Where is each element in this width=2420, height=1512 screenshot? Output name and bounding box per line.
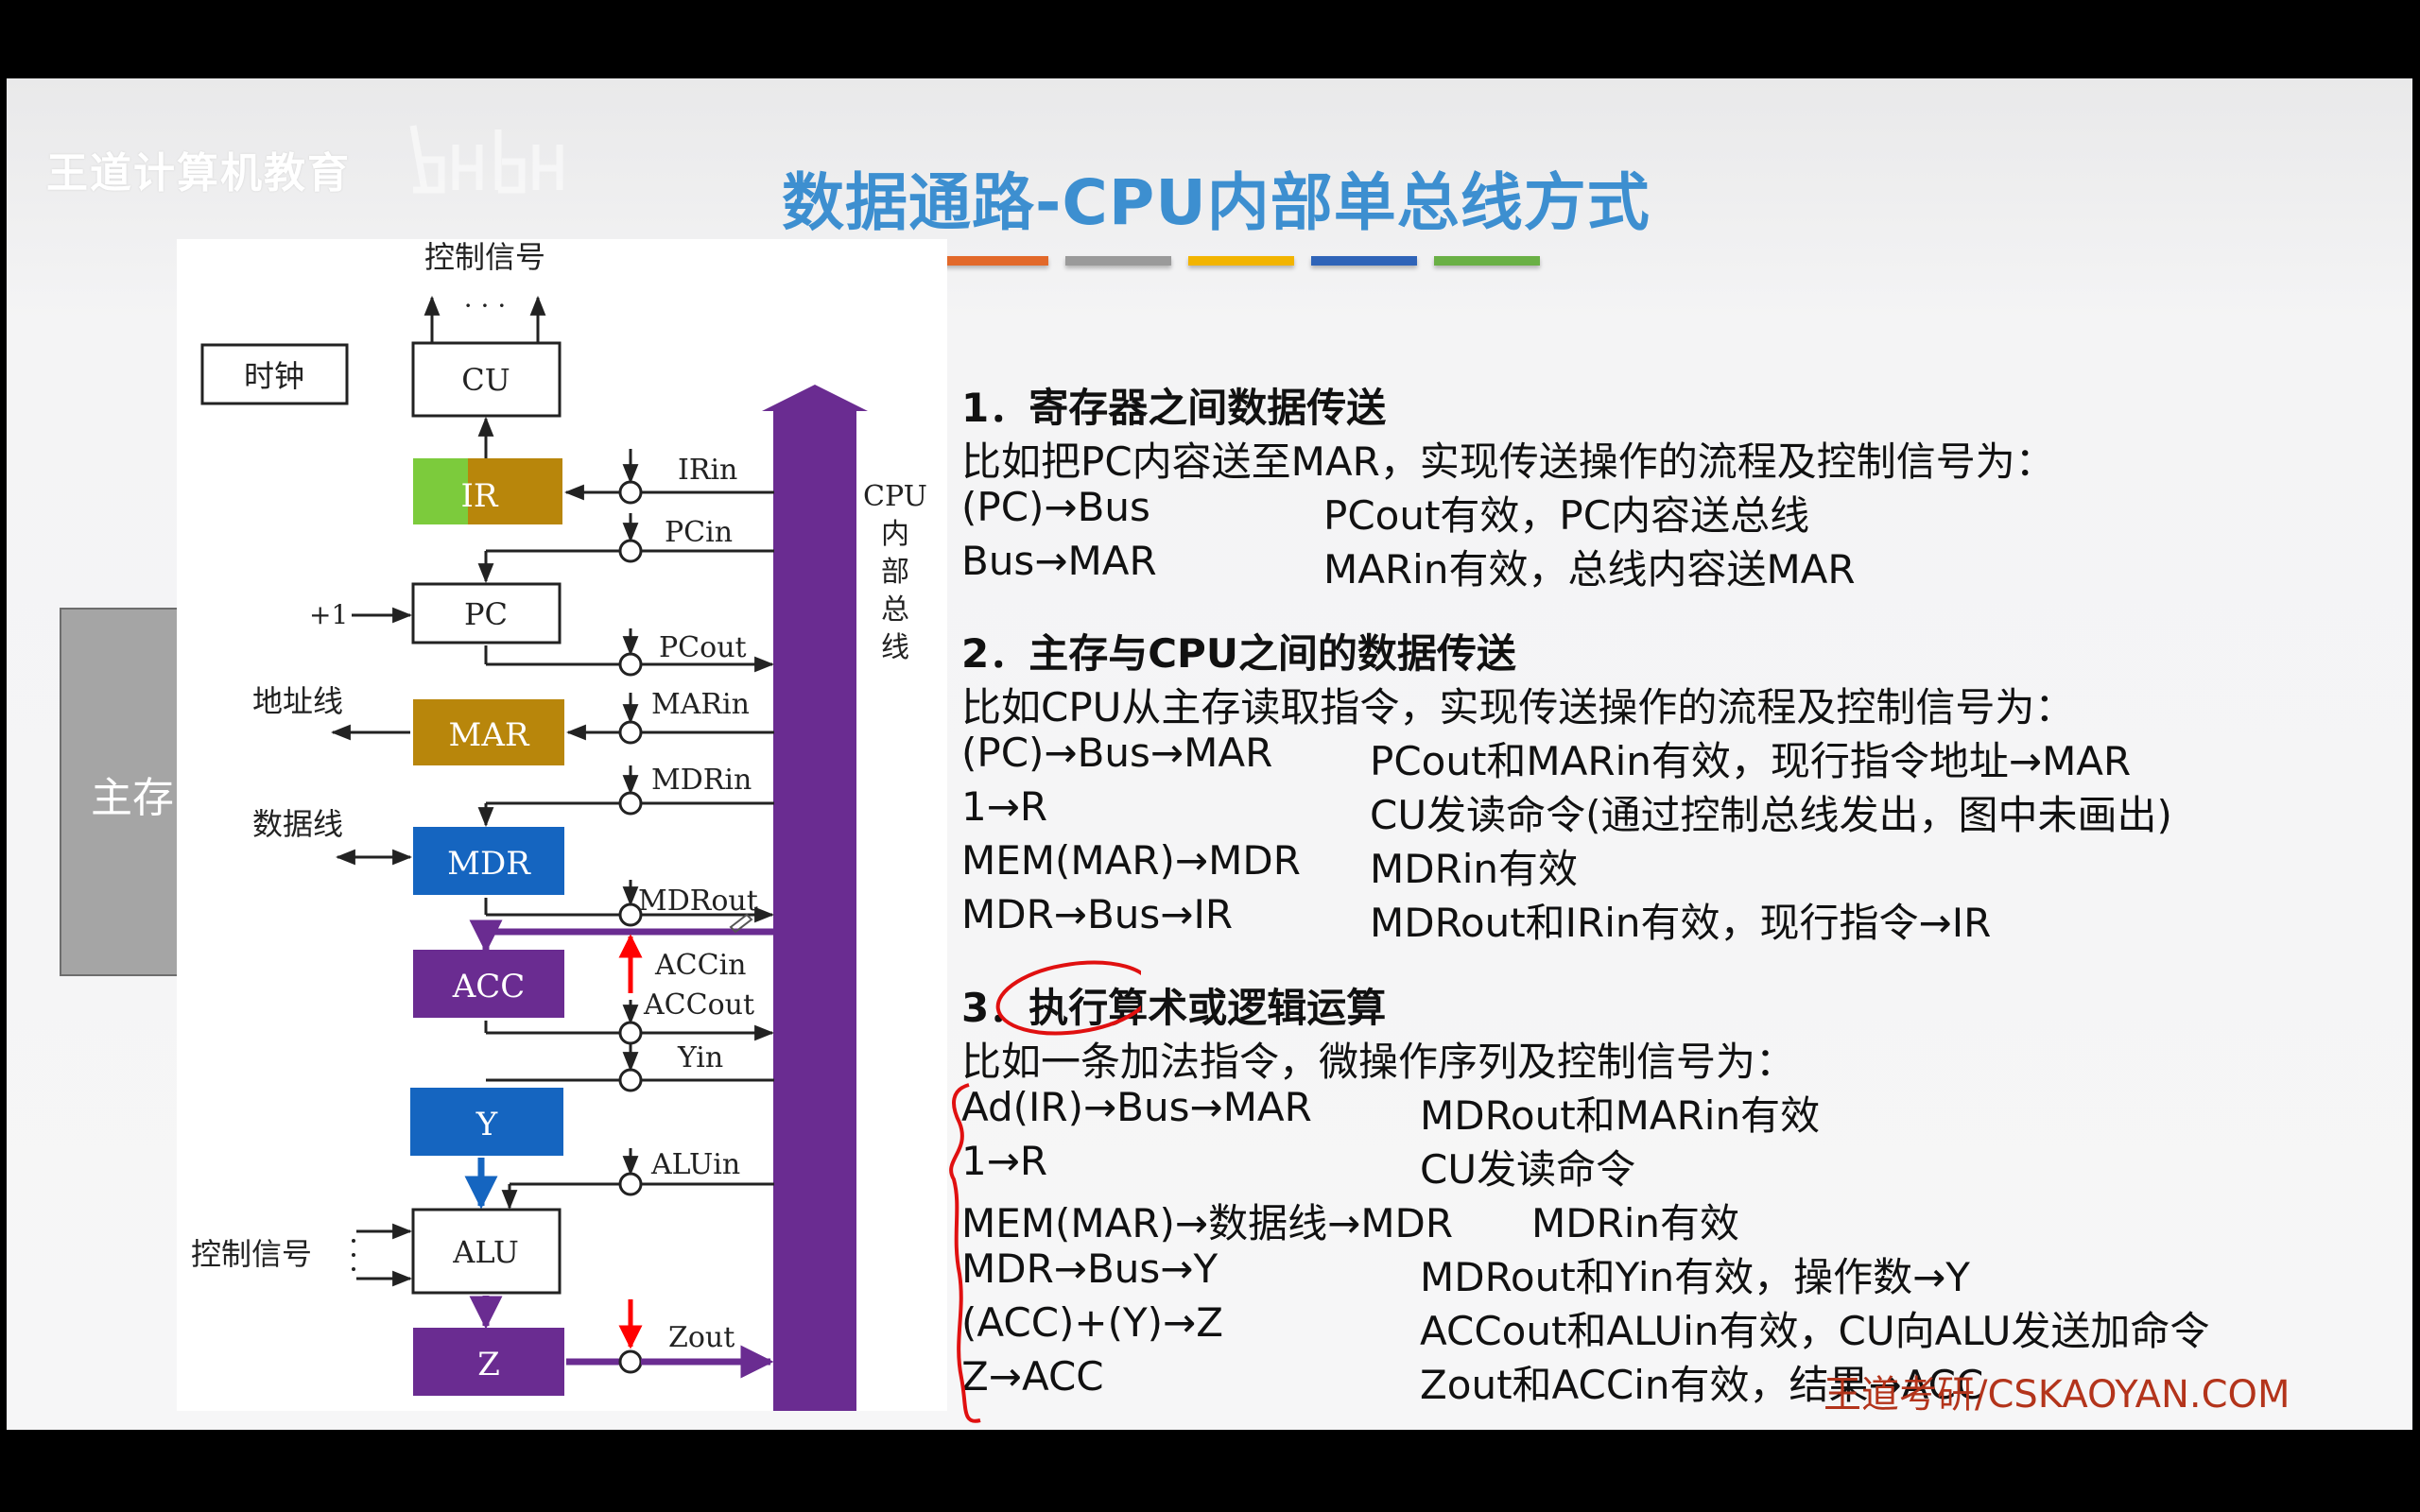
video-platform-logo — [409, 125, 563, 194]
plus-one-label: +1 — [309, 599, 348, 630]
datapath-diagram: CPU 内 部 总 线 控制信号 · · · 时钟 CU IR — [177, 239, 947, 1439]
slide-title: 数据通路-CPU内部单总线方式 — [782, 166, 1651, 239]
cu-box — [411, 341, 562, 418]
control-signal-desc: ACCout和ALUin有效，CU向ALU发送加命令 — [1420, 1308, 2210, 1354]
signal-aluin: ALUin — [650, 1148, 740, 1181]
section-1-heading: 1．寄存器之间数据传送 — [961, 385, 1387, 431]
micro-op: MEM(MAR)→MDR — [961, 837, 1301, 884]
signal-yin: Yin — [677, 1041, 723, 1074]
ir-box-left — [413, 458, 468, 524]
slide: 王道计算机教育 数据通路-CPU内部单总线方式 主存 — [7, 78, 2412, 1439]
alu-label: ALU — [452, 1234, 519, 1270]
datapath-svg: CPU 内 部 总 线 控制信号 · · · 时钟 CU IR — [191, 239, 927, 1439]
pc-label: PC — [464, 596, 508, 632]
signal-pcin: PCin — [665, 516, 733, 549]
signal-zout: Zout — [668, 1321, 735, 1354]
clock-box — [200, 343, 349, 405]
micro-op: 1→R — [961, 1138, 1048, 1184]
alu-box — [411, 1208, 562, 1295]
micro-op: (PC)→Bus — [961, 484, 1150, 530]
z-box — [413, 1328, 564, 1396]
footer-brand: 王道考研/CSKAOYAN.COM — [1824, 1373, 2290, 1417]
bus-label-2: 内 — [881, 518, 909, 551]
bus-label-1: CPU — [863, 480, 927, 513]
control-signal-desc: MDRout和Yin有效，操作数→Y — [1420, 1254, 1970, 1300]
bus-label-4: 总 — [881, 593, 909, 627]
section-2-intro: 比如CPU从主存读取指令，实现传送操作的流程及控制信号为： — [961, 684, 2075, 730]
signal-marin: MARin — [651, 688, 750, 721]
clock-label: 时钟 — [244, 358, 304, 394]
control-signal-desc: MDRin有效 — [1531, 1200, 1740, 1246]
annotation-circle — [995, 960, 1141, 1036]
control-signal-top-label: 控制信号 — [424, 239, 545, 275]
stripe-gray — [1065, 256, 1171, 266]
title-underline-stripes — [942, 256, 1557, 267]
micro-op: MEM(MAR)→数据线→MDR — [961, 1200, 1454, 1246]
main-memory-label: 主存 — [91, 774, 174, 822]
bus-to-acc-path — [469, 919, 774, 954]
control-signal-desc: MDRout和IRin有效，现行指令→IR — [1370, 900, 1992, 946]
control-signal-desc: PCout和MARin有效，现行指令地址→MAR — [1370, 738, 2132, 784]
brand-watermark: 王道计算机教育 — [46, 149, 351, 198]
control-signal-desc: MDRin有效 — [1370, 846, 1579, 892]
micro-op: MDR→Bus→Y — [961, 1246, 1219, 1292]
micro-op: MDR→Bus→IR — [961, 891, 1234, 937]
bus-label-3: 部 — [881, 556, 909, 589]
annotation-brace — [949, 1083, 981, 1423]
ir-box-right — [468, 458, 562, 524]
section-1-intro: 比如把PC内容送至MAR，实现传送操作的流程及控制信号为： — [961, 438, 2055, 485]
section-3-intro: 比如一条加法指令，微操作序列及控制信号为： — [961, 1039, 1796, 1085]
bus-label-5: 线 — [881, 631, 909, 664]
signal-mdrout: MDRout — [638, 885, 758, 918]
signal-mdrin: MDRin — [651, 764, 752, 797]
pen-cursor-icon — [729, 913, 753, 934]
cu-label: CU — [461, 362, 510, 398]
control-signal-desc: MDRout和MARin有效 — [1420, 1092, 1821, 1139]
micro-op: (PC)→Bus→MAR — [961, 730, 1273, 776]
control-signal-desc: MARin有效，总线内容送MAR — [1323, 546, 1856, 593]
control-signal-left-label: 控制信号 — [191, 1236, 312, 1272]
pc-box — [411, 582, 562, 644]
signal-accout: ACCout — [643, 988, 754, 1022]
micro-op: 1→R — [961, 783, 1048, 830]
micro-op: Bus→MAR — [961, 538, 1157, 584]
control-signal-desc: PCout有效，PC内容送总线 — [1323, 492, 1810, 539]
control-signal-desc: Zout和ACCin有效，结果→ACC — [1420, 1362, 1984, 1408]
stripe-blue — [1311, 256, 1417, 266]
stripe-orange — [942, 256, 1048, 266]
micro-op: Ad(IR)→Bus→MAR — [961, 1084, 1312, 1130]
stripe-green — [1434, 256, 1540, 266]
mdr-label: MDR — [447, 845, 531, 883]
stripe-yellow — [1188, 256, 1294, 266]
ir-label: IR — [460, 477, 498, 515]
cpu-internal-bus — [762, 385, 868, 1439]
micro-op: Z→ACC — [961, 1353, 1104, 1400]
control-dots: · · · — [464, 290, 507, 321]
mdr-box — [413, 827, 564, 895]
z-label: Z — [477, 1346, 500, 1383]
section-3-heading: 3．执行算术或逻辑运算 — [961, 985, 1387, 1031]
red-annotation-marks — [949, 960, 1141, 1423]
address-line-label: 地址线 — [252, 683, 343, 719]
y-box — [410, 1088, 563, 1156]
y-label: Y — [475, 1106, 498, 1143]
signal-pcout: PCout — [659, 631, 747, 664]
control-signal-desc: CU发读命令 — [1420, 1146, 1636, 1193]
section-2-heading: 2．主存与CPU之间的数据传送 — [961, 630, 1516, 677]
signal-irin: IRin — [678, 454, 737, 487]
acc-box — [413, 950, 564, 1018]
signal-accin: ACCin — [654, 949, 747, 982]
micro-op: (ACC)+(Y)→Z — [961, 1299, 1223, 1346]
mar-box — [413, 699, 564, 765]
control-signal-desc: CU发读命令(通过控制总线发出，图中未画出) — [1370, 792, 2172, 838]
data-line-label: 数据线 — [252, 806, 343, 842]
mar-label: MAR — [449, 716, 530, 754]
acc-label: ACC — [452, 968, 526, 1005]
